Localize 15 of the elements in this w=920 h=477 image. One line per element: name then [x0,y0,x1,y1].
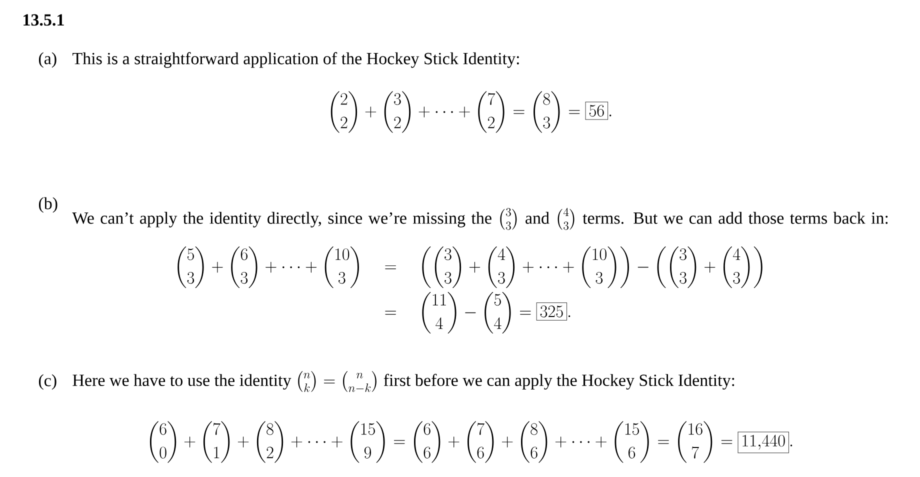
label: terms. But we can add those terms back in: [582,212,888,224]
paragraph: We can’t apply the identity directly, since we’re missing the $\tbinom{3}{3}$ and $\tbinom{4}{3}$ terms. But we can add those terms back in: [72,208,888,230]
section-number: 13.5.1 [24,14,64,26]
paragraph: Here we have to use the identity $\tbinom{n}{k}=\tbinom{n}{n-k}$ first before we can apply the Hockey Stick Identity: [72,371,734,392]
paragraph: This is a straightforward application of the Hockey Stick Identity: [72,52,519,68]
equation: $\binom{2}{2}+\binom{3}{2}+\cdots+\binom{7}{2}=\binom{8}{3}=\fbox{$56$}.$ [330,91,612,133]
label: $\tbinom{3}{3}$ [500,208,517,230]
equation: $\begin{aligned}\binom{5}{3}+\binom{6}{3}+\cdots+\binom{10}{3}\quad&=\quad\biggl(\binom{3}{3}+\binom{4}{3}+\cdots+\binom{10}{3}\biggr)-\biggl(\binom{3}{3}+\binom{4}{3}\biggr)\\&=\quad\binom{11}{4}-\binom{5}{4}=\fbox{$325$}.\end{aligned}$ [178,246,762,334]
label: We can’t apply the identity directly, since we’re missing the [72,212,492,228]
label: $\tbinom{4}{3}$ [558,208,574,230]
equation: $\binom{6}{0}+\binom{7}{1}+\binom{8}{2}+\cdots+\binom{15}{9}=\binom{6}{6}+\binom{7}{6}+\binom{8}{6}+\cdots+\binom{15}{6}=\binom{16}{7}=\fbox{$11{,}440$}.$ [150,421,792,463]
item-label: (c) [38,374,56,390]
item-label: (a) [38,52,56,68]
label: and [526,212,550,224]
item-label: (b) [38,197,58,213]
